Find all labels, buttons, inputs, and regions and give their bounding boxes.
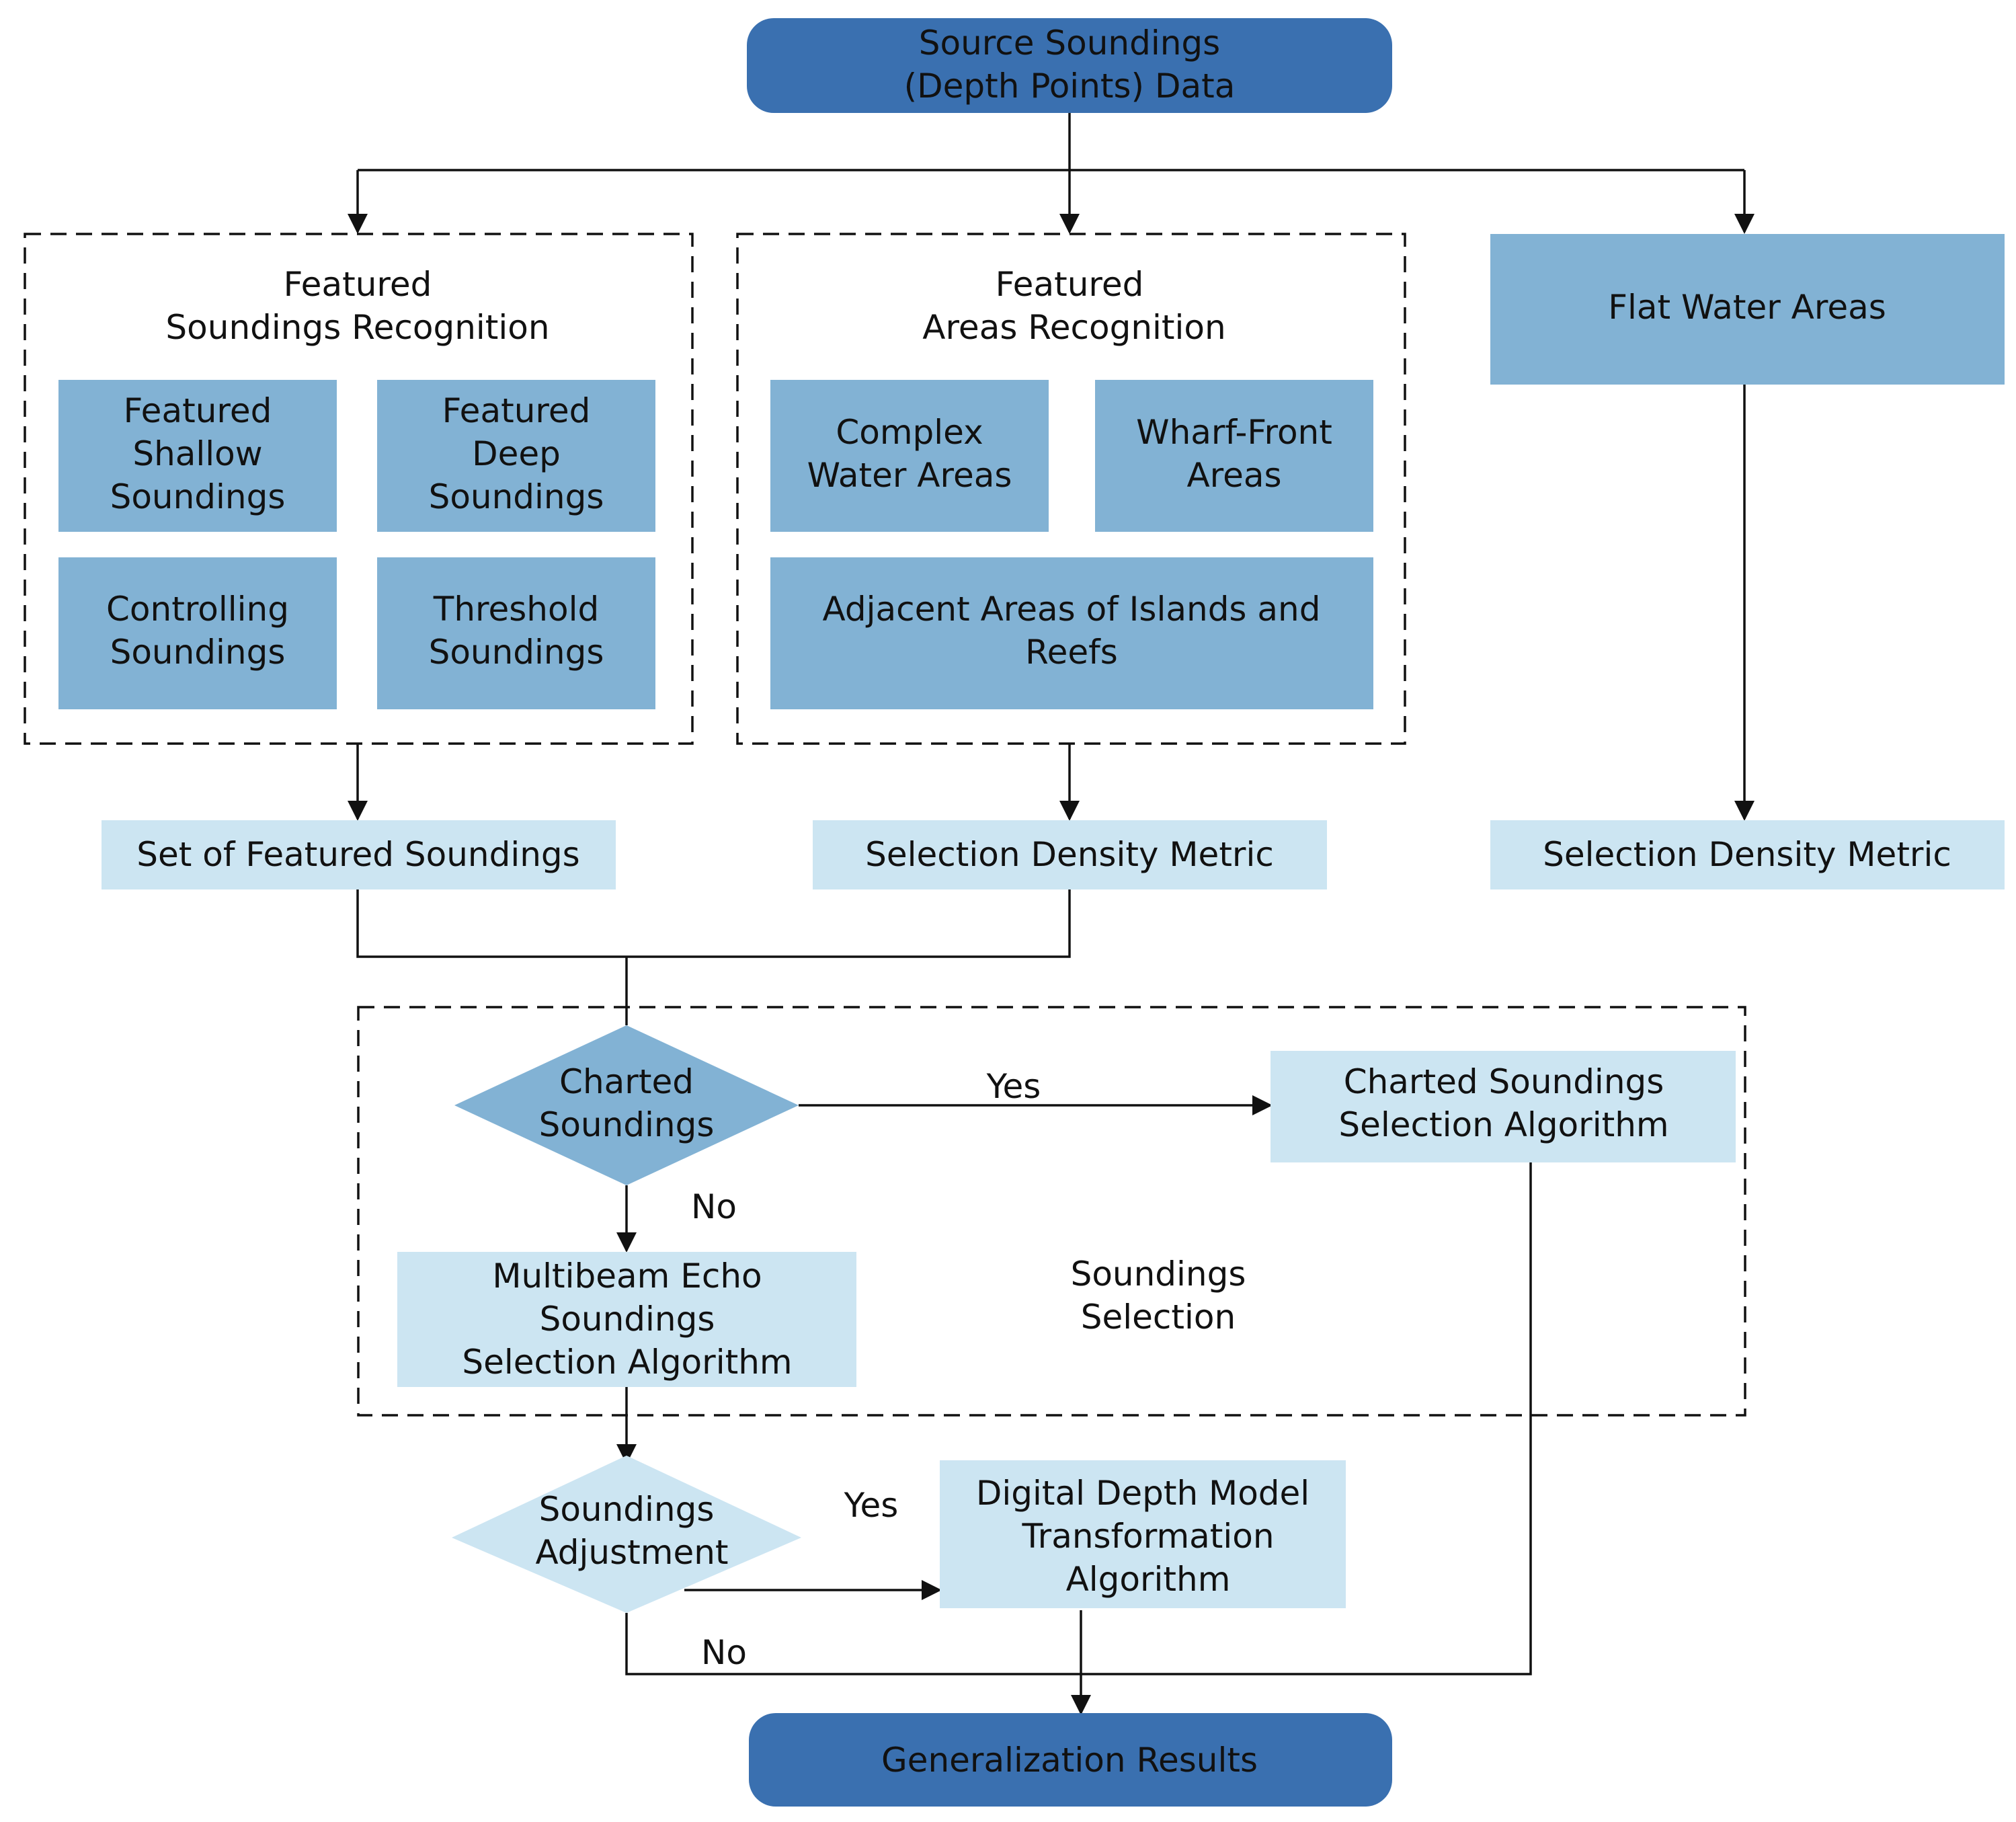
soundings-selection-group-box <box>357 1006 1746 1417</box>
density-metric-1-box <box>813 820 1327 889</box>
adjust-no-line <box>625 1162 1532 1675</box>
density-metric-1-label: Selection Density Metric <box>865 835 1274 874</box>
adjust-yes-label: Yes <box>844 1486 899 1525</box>
source-node <box>747 18 1392 113</box>
complex-water-box <box>770 380 1049 532</box>
charted-algorithm-box <box>1271 1051 1736 1162</box>
featured-shallow-box <box>58 380 337 532</box>
density-metric-2-label: Selection Density Metric <box>1543 835 1951 874</box>
charted-yes-label: Yes <box>986 1067 1041 1106</box>
set-featured-label: Set of Featured Soundings <box>136 835 579 874</box>
adjacent-islands-box <box>770 557 1373 709</box>
threshold-box <box>377 557 655 709</box>
flat-water-label: Flat Water Areas <box>1608 288 1886 327</box>
adjust-no-label: No <box>701 1633 747 1672</box>
featured-areas-group-box <box>736 233 1406 745</box>
flat-water-box <box>1490 234 2005 385</box>
controlling-box <box>58 557 337 709</box>
merge-line <box>356 889 1071 958</box>
charted-no-label: No <box>691 1187 737 1226</box>
ddm-algorithm-box <box>940 1460 1346 1608</box>
results-node-label: Generalization Results <box>881 1741 1258 1780</box>
results-node <box>749 1713 1392 1807</box>
multibeam-algorithm-box <box>397 1252 856 1387</box>
wharf-front-box <box>1095 380 1373 532</box>
density-metric-2-box <box>1490 820 2005 889</box>
charted-decision-diamond <box>454 1025 799 1185</box>
adjust-decision-diamond <box>452 1456 801 1613</box>
source-node-label: Source Soundings(Depth Points) Data <box>904 24 1236 106</box>
connectors <box>348 113 1755 1715</box>
set-featured-box <box>102 820 616 889</box>
featured-deep-box <box>377 380 655 532</box>
